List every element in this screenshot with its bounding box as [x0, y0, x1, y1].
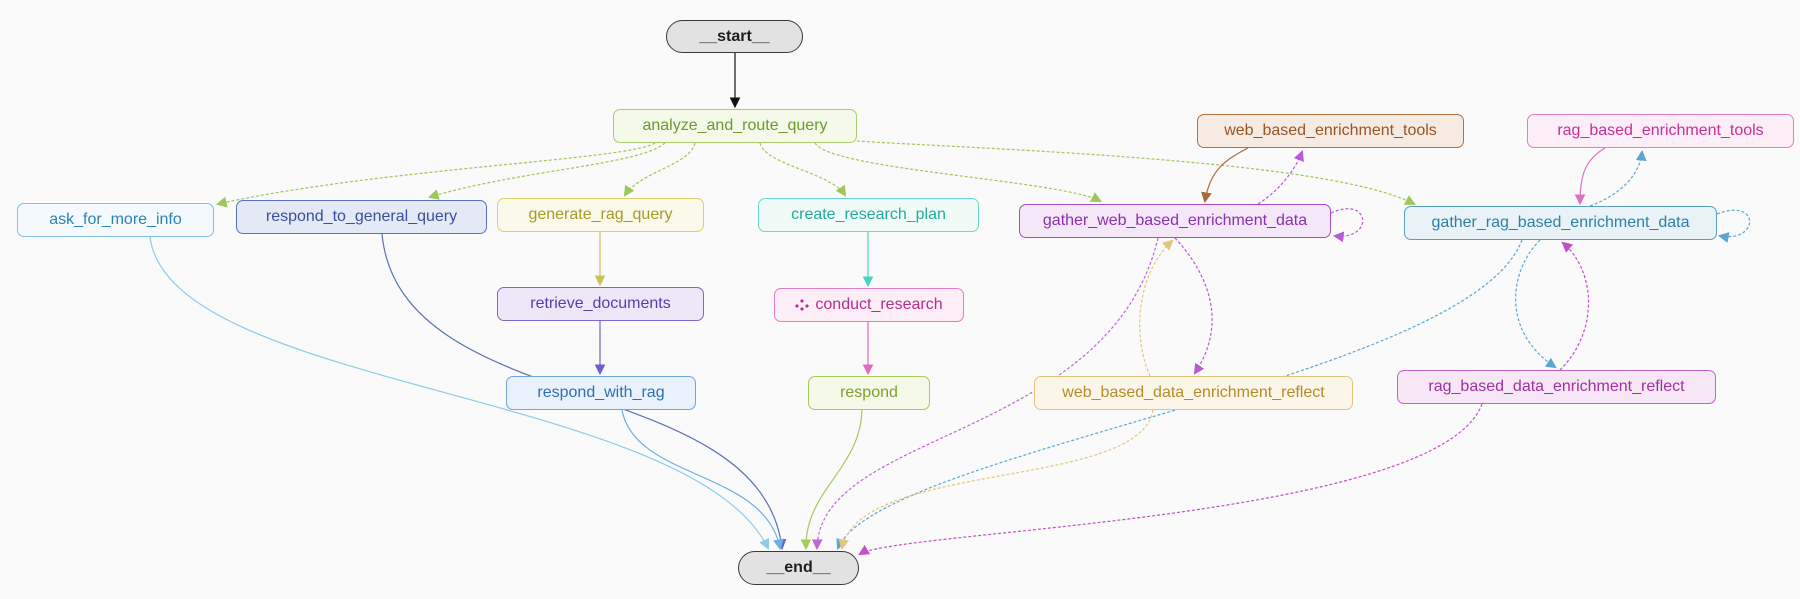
node-rag-based-enrichment-tools[interactable]: rag_based_enrichment_tools: [1527, 114, 1794, 148]
node-gather-web-based-enrichment-data[interactable]: gather_web_based_enrichment_data: [1019, 204, 1331, 238]
node-gather-web-label: gather_web_based_enrichment_data: [1042, 212, 1308, 229]
node-conduct-label: conduct_research: [815, 296, 943, 313]
edge-analyze-to-create-plan: [759, 142, 847, 197]
node-web-based-data-enrichment-reflect[interactable]: web_based_data_enrichment_reflect: [1034, 376, 1353, 410]
node-analyze-label: analyze_and_route_query: [642, 117, 828, 134]
node-respond[interactable]: respond: [808, 376, 930, 410]
edge-rag-reflect-to-gather-rag: [1559, 241, 1589, 371]
edge-gather-web-to-web-tools: [1257, 149, 1304, 205]
node-gather-rag-based-enrichment-data[interactable]: gather_rag_based_enrichment_data: [1404, 206, 1717, 240]
edge-web-reflect-to-end: [838, 409, 1154, 551]
node-conduct-research[interactable]: conduct_research: [774, 288, 964, 322]
edge-gather-web-to-gather-web: [1330, 208, 1364, 243]
subgraph-icon: [795, 299, 810, 311]
node-respond-with-rag[interactable]: respond_with_rag: [506, 376, 696, 410]
node-start-label: __start__: [699, 27, 770, 45]
edge-web-tools-to-gather-web: [1201, 147, 1249, 204]
edge-analyze-to-generate-rag: [623, 142, 696, 197]
node-respond-rag-label: respond_with_rag: [537, 384, 665, 401]
edge-gather-rag-to-rag-reflect: [1515, 239, 1557, 369]
edge-gather-web-to-web-reflect: [1174, 237, 1213, 375]
edge-respond-to-end: [800, 409, 863, 551]
edge-analyze-to-gather-rag: [856, 140, 1416, 205]
node-gather-rag-label: gather_rag_based_enrichment_data: [1431, 214, 1690, 231]
node-rag-reflect-label: rag_based_data_enrichment_reflect: [1428, 378, 1685, 395]
node-respond-general-label: respond_to_general_query: [265, 208, 458, 225]
node-respond-label: respond: [840, 384, 898, 401]
node-end-label: __end__: [766, 559, 831, 576]
node-web-tools-label: web_based_enrichment_tools: [1224, 122, 1437, 139]
node-web-reflect-label: web_based_data_enrichment_reflect: [1062, 384, 1325, 401]
edge-rag-reflect-to-end: [858, 403, 1483, 556]
edge-respond-rag-to-end: [621, 409, 784, 551]
edge-gather-rag-to-rag-tools: [1589, 149, 1647, 207]
node-retrieve-documents[interactable]: retrieve_documents: [497, 287, 704, 321]
edge-analyze-to-ask: [215, 142, 656, 208]
node-create-research-plan[interactable]: create_research_plan: [758, 198, 979, 232]
edge-gather-web-to-end: [811, 237, 1159, 551]
edge-rag-tools-to-gather-rag: [1574, 147, 1606, 206]
edge-analyze-to-gather-web: [814, 142, 1102, 202]
edge-web-reflect-to-gather-web: [1139, 239, 1174, 377]
node-ask-for-more-info[interactable]: ask_for_more_info: [17, 203, 214, 237]
node-create-plan-label: create_research_plan: [791, 206, 946, 223]
node-analyze-and-route-query[interactable]: analyze_and_route_query: [613, 109, 857, 143]
node-end[interactable]: __end__: [738, 551, 859, 585]
node-start[interactable]: __start__: [666, 20, 803, 53]
node-rag-based-data-enrichment-reflect[interactable]: rag_based_data_enrichment_reflect: [1397, 370, 1716, 404]
node-generate-rag-label: generate_rag_query: [528, 206, 673, 223]
node-retrieve-label: retrieve_documents: [530, 295, 671, 312]
node-ask-label: ask_for_more_info: [49, 211, 182, 228]
node-generate-rag-query[interactable]: generate_rag_query: [497, 198, 704, 232]
edge-ask-to-end: [149, 236, 769, 550]
edge-gather-rag-to-gather-rag: [1716, 209, 1751, 243]
edge-analyze-to-respond-general: [427, 142, 666, 200]
node-respond-to-general-query[interactable]: respond_to_general_query: [236, 200, 487, 234]
node-web-based-enrichment-tools[interactable]: web_based_enrichment_tools: [1197, 114, 1464, 148]
node-rag-tools-label: rag_based_enrichment_tools: [1557, 122, 1764, 139]
